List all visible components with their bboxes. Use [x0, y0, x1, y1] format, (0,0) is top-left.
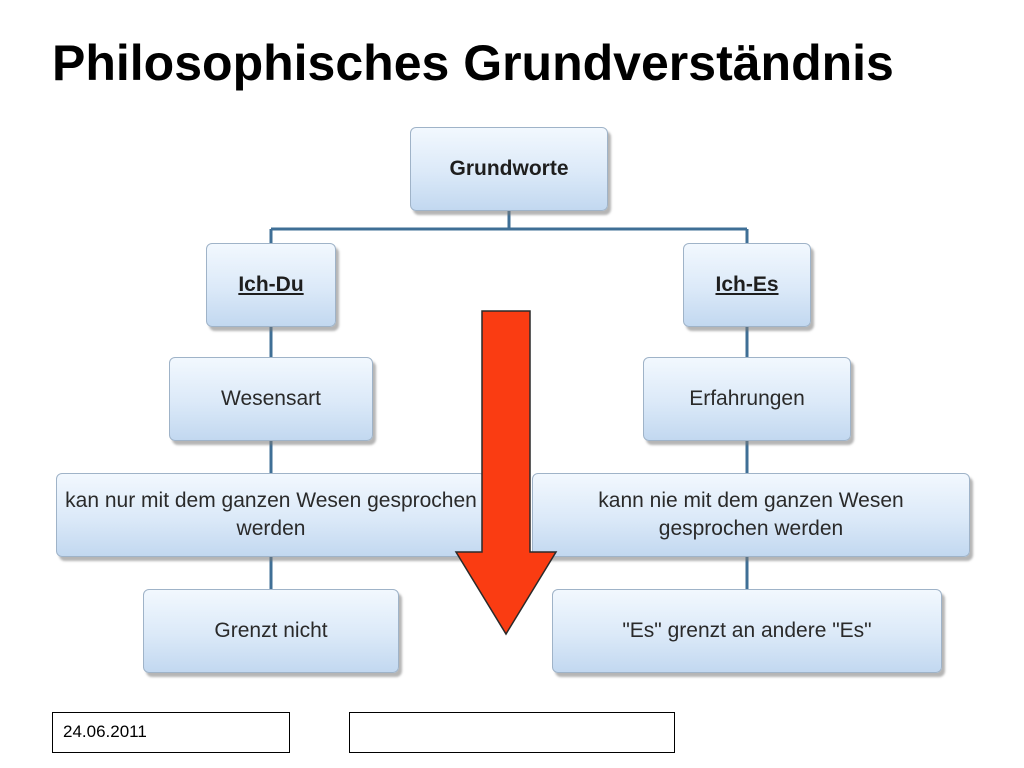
node-left-level2: kan nur mit dem ganzen Wesen gesprochen … — [56, 473, 486, 557]
node-wesensart: Wesensart — [169, 357, 373, 441]
node-grenzt-nicht-label: Grenzt nicht — [214, 619, 328, 642]
footer-date: 24.06.2011 — [52, 712, 290, 753]
node-right-level2: kann nie mit dem ganzen Wesen gesprochen… — [532, 473, 970, 557]
node-ich-du-label: Ich-Du — [238, 273, 304, 296]
node-ich-du: Ich-Du — [206, 243, 336, 327]
node-ich-es-label: Ich-Es — [715, 273, 779, 296]
node-es-grenzt-label: "Es" grenzt an andere "Es" — [622, 619, 872, 642]
footer-center-box — [349, 712, 675, 753]
node-grundworte: Grundworte — [410, 127, 608, 211]
node-es-grenzt: "Es" grenzt an andere "Es" — [552, 589, 942, 673]
node-erfahrungen-label: Erfahrungen — [689, 387, 805, 410]
node-right-level2-label: kann nie mit dem ganzen Wesen gesprochen… — [598, 489, 904, 540]
slide-title: Philosophisches Grundverständnis — [52, 35, 894, 91]
node-erfahrungen: Erfahrungen — [643, 357, 851, 441]
node-grundworte-label: Grundworte — [449, 157, 569, 180]
node-wesensart-label: Wesensart — [221, 387, 321, 410]
node-grenzt-nicht: Grenzt nicht — [143, 589, 399, 673]
node-left-level2-label: kan nur mit dem ganzen Wesen gesprochen … — [65, 489, 477, 540]
node-ich-es: Ich-Es — [683, 243, 811, 327]
